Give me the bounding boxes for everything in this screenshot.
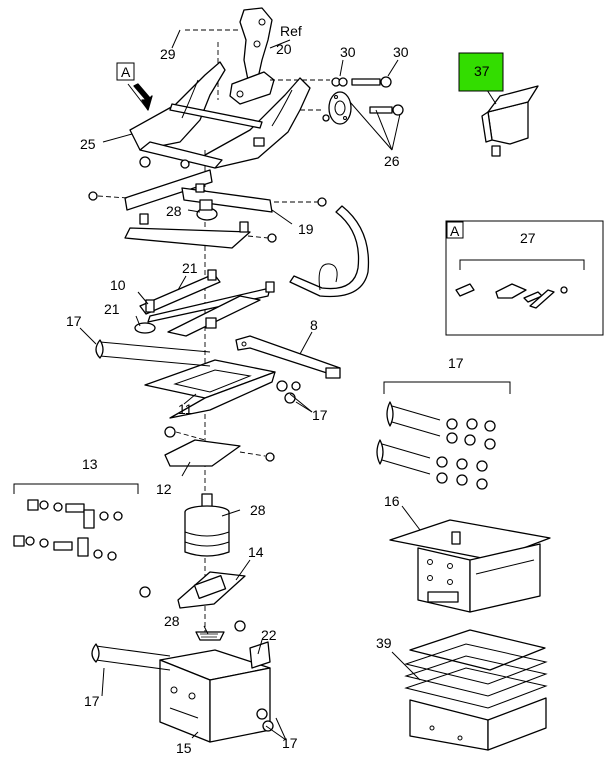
fittings-row-2: [13, 535, 117, 561]
callout-8: 8: [310, 317, 318, 333]
callout-17-e: 17: [282, 735, 298, 751]
part-14-lower-link: [139, 571, 246, 632]
part-25-seat-frame: [129, 61, 311, 169]
part-15-base: [91, 641, 274, 743]
callout-30-b: 30: [393, 44, 409, 60]
part-37-bracket: [481, 85, 539, 157]
callout-17-b: 17: [312, 407, 328, 423]
part-19-slide-plates: [88, 156, 327, 249]
view-a-box: [116, 62, 135, 81]
callout-28-a: 28: [166, 203, 182, 219]
callout-28-c: 28: [164, 613, 180, 629]
part-30-fasteners: [270, 76, 404, 116]
callout-13: 13: [82, 456, 98, 472]
callout-37: 37: [474, 63, 490, 79]
detail-a-box: [445, 220, 604, 336]
callout-17-a: 17: [66, 313, 82, 329]
callout-20: 20: [276, 41, 292, 57]
callout-detail-a: A: [450, 223, 460, 239]
callout-21-b: 21: [104, 301, 120, 317]
callout-25: 25: [80, 136, 96, 152]
callout-26: 26: [384, 153, 400, 169]
part-8-bracket: [235, 335, 341, 379]
callout-12: 12: [156, 481, 172, 497]
view-a-arrow: [133, 83, 153, 111]
rods-lower: [376, 439, 488, 490]
part-20-mechanism: [185, 7, 275, 105]
fittings-row-1: [27, 499, 123, 529]
part-37-highlight-box: [458, 52, 504, 92]
part-16-base-assembly: [389, 519, 551, 613]
callout-30-a: 30: [340, 44, 356, 60]
callout-28-b: 28: [250, 502, 266, 518]
callout-10: 10: [110, 277, 126, 293]
rods-upper: [386, 401, 496, 450]
callout-17-d: 17: [84, 693, 100, 709]
part-39-boot: [404, 629, 548, 751]
part-12-link: [164, 426, 275, 467]
callout-39: 39: [376, 635, 392, 651]
hose-and-clip: [289, 205, 370, 298]
callout-view-a: A: [121, 64, 131, 80]
callout-27: 27: [520, 230, 536, 246]
callout-19: 19: [298, 221, 314, 237]
part-21-slide-rails: [134, 269, 275, 337]
part-26-pivot-disc: [322, 91, 352, 125]
leader-lines: [79, 29, 497, 741]
part-13-fittings: [13, 483, 139, 561]
callout-labels: 29 Ref 20 30 30 A 25 26 37 28 19 27 A 21…: [66, 23, 536, 756]
part-28-air-spring: [184, 493, 230, 557]
callout-29: 29: [160, 46, 176, 62]
callout-15: 15: [176, 740, 192, 756]
callout-17-c: 17: [448, 355, 464, 371]
callout-16: 16: [384, 493, 400, 509]
callout-22: 22: [261, 627, 277, 643]
part-17-rod-set: [376, 381, 511, 490]
part-11-lower-frame: [95, 339, 301, 419]
callout-21-a: 21: [182, 260, 198, 276]
callout-11: 11: [178, 401, 193, 417]
part-28-pad: [195, 631, 225, 641]
callout-ref: Ref: [280, 23, 302, 39]
callout-14: 14: [248, 544, 264, 560]
